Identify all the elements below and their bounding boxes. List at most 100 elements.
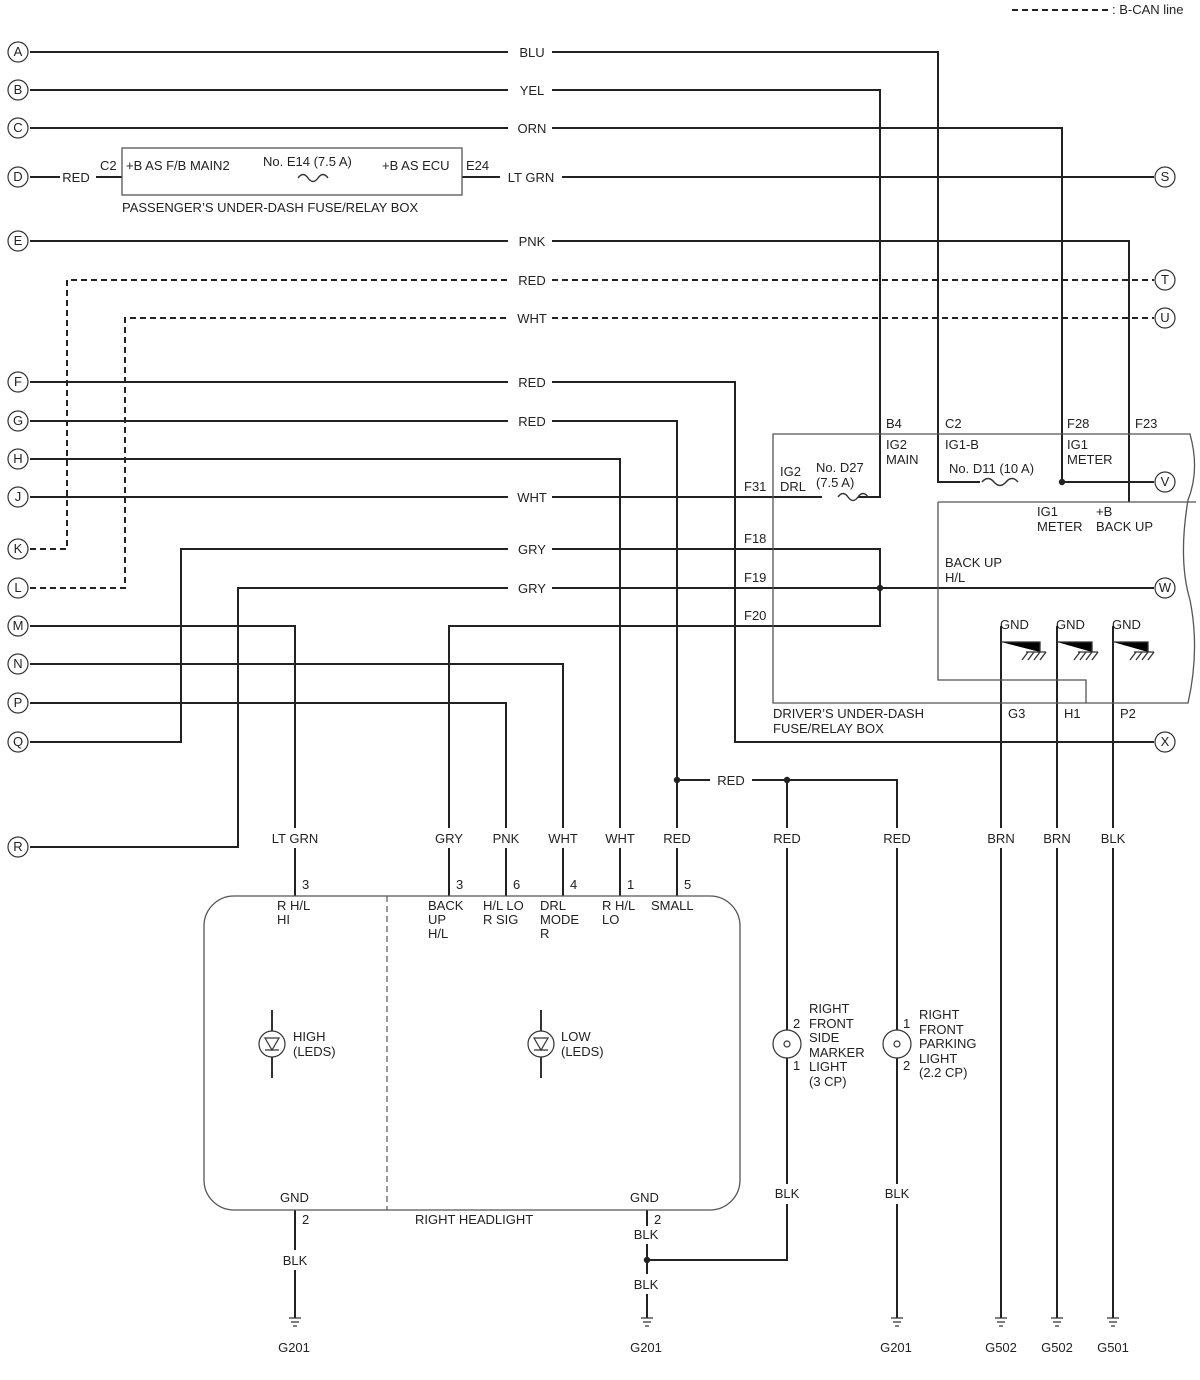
ground-label-g502: G502 <box>1041 1340 1073 1355</box>
b-backup-label: +B <box>1096 504 1112 519</box>
wire-e-color: PNK <box>519 234 546 249</box>
ig1-meter-top-label: IG1 <box>1067 437 1088 452</box>
ig1-meter-top-label-2: METER <box>1067 452 1113 467</box>
ground-wire-color: BLK <box>1101 831 1126 846</box>
connector-j: J <box>15 489 22 504</box>
parking-name: (2.2 CP) <box>919 1065 967 1080</box>
fuse-d27-icon <box>837 492 869 502</box>
connector-b: B <box>14 82 23 97</box>
hl-gnd-right-label: GND <box>630 1190 659 1205</box>
wire-f-color: RED <box>518 375 545 390</box>
connector-h: H <box>13 451 22 466</box>
ground-label-g201: G201 <box>278 1340 310 1355</box>
connector-k: K <box>14 541 23 556</box>
connector-g: G <box>13 413 23 428</box>
backup-hl-label: BACK UP <box>945 555 1002 570</box>
pin-g3-label: G3 <box>1008 706 1025 721</box>
connector-u: U <box>1160 310 1169 325</box>
connector-l: L <box>14 580 21 595</box>
fuse-d27-label: No. D27 <box>816 460 864 475</box>
passenger-fuse-box <box>121 147 463 196</box>
junction-dot <box>673 776 681 784</box>
ground-label-g502: G502 <box>985 1340 1017 1355</box>
hl-pin-label: LO <box>602 912 619 927</box>
connector-e: E <box>14 233 23 248</box>
wire-u-color: WHT <box>517 311 547 326</box>
connector-m: M <box>13 618 24 633</box>
low-led-label-2: (LEDS) <box>561 1044 604 1059</box>
ground-label-g501: G501 <box>1097 1340 1129 1355</box>
pin-c2-driver-label: C2 <box>945 416 962 431</box>
high-led-label: HIGH <box>293 1029 326 1044</box>
connector-c: C <box>13 120 22 135</box>
hl-wire-color: RED <box>663 831 690 846</box>
wire-g-color: RED <box>518 414 545 429</box>
marker-pin-bot: 1 <box>793 1058 800 1073</box>
wire-p <box>30 702 507 828</box>
backup-hl-label-2: H/L <box>945 570 965 585</box>
marker-blk-color: BLK <box>775 1186 800 1201</box>
parking-pin-top: 1 <box>903 1016 910 1031</box>
hl-pin-label: SMALL <box>651 898 694 913</box>
headlight-pin-wires <box>294 848 678 896</box>
connector-t: T <box>1161 272 1169 287</box>
hl-pin-label: H/L LO <box>483 898 524 913</box>
connector-s: S <box>1161 169 1170 184</box>
hl-pin-number: 3 <box>456 877 463 892</box>
driver-box-inner-frame <box>937 501 1196 703</box>
hl-wire-color: PNK <box>493 831 520 846</box>
wire-f <box>30 381 1154 743</box>
marker-name: MARKER <box>809 1045 865 1060</box>
hl-pin-label: R H/L <box>602 898 635 913</box>
hl-wire-color: WHT <box>548 831 578 846</box>
connector-a: A <box>14 44 23 59</box>
marker-name: LIGHT <box>809 1059 847 1074</box>
marker-name: RIGHT <box>809 1001 850 1016</box>
ground-symbols <box>289 1317 1119 1327</box>
hl-wire-color: LT GRN <box>272 831 318 846</box>
hl-gnd-right-color-2: BLK <box>634 1277 659 1292</box>
hl-pin-label: R <box>540 926 549 941</box>
pin-e24-label: E24 <box>466 158 489 173</box>
ig2-drl-label-2: DRL <box>780 479 806 494</box>
junction-dot <box>876 584 884 592</box>
wire-c <box>30 127 1063 482</box>
passenger-box-left-label: +B AS F/B MAIN2 <box>126 158 230 173</box>
wire-d-out-color: LT GRN <box>508 170 554 185</box>
gnd-label: GND <box>1056 617 1085 632</box>
ground-label-g201: G201 <box>630 1340 662 1355</box>
wire-a <box>30 51 980 483</box>
pin-h1-label: H1 <box>1064 706 1081 721</box>
passenger-box-title: PASSENGER’S UNDER-DASH FUSE/RELAY BOX <box>122 200 419 215</box>
hl-pin-label: DRL <box>540 898 566 913</box>
connector-n: N <box>13 656 22 671</box>
hl-pin-number: 6 <box>513 877 520 892</box>
parking-wire-color: RED <box>883 831 910 846</box>
junction-dot <box>783 776 791 784</box>
wire-g <box>30 420 678 828</box>
connector-x: X <box>1161 734 1170 749</box>
marker-name: FRONT <box>809 1016 854 1031</box>
gnd-label: GND <box>1000 617 1029 632</box>
low-led-label: LOW <box>561 1029 591 1044</box>
wire-b-color: YEL <box>520 83 545 98</box>
hl-pin-label: R H/L <box>277 898 310 913</box>
driver-box-title: DRIVER’S UNDER-DASH <box>773 706 924 721</box>
ig2-drl-label: IG2 <box>780 464 801 479</box>
hl-pin-number: 4 <box>570 877 577 892</box>
wire-c-color: ORN <box>518 121 547 136</box>
hl-pin-number: 1 <box>627 877 634 892</box>
ig1-meter-bot-label: IG1 <box>1037 504 1058 519</box>
parking-pin-bot: 2 <box>903 1058 910 1073</box>
parking-name: RIGHT <box>919 1007 960 1022</box>
ground-wire-color: BRN <box>1043 831 1070 846</box>
connector-p: P <box>14 695 23 710</box>
connector-w: W <box>1159 580 1172 595</box>
hl-pin-label: BACK <box>428 898 464 913</box>
pin-f20-label: F20 <box>744 608 766 623</box>
parking-blk-color: BLK <box>885 1186 910 1201</box>
fuse-d27-label-2: (7.5 A) <box>816 475 854 490</box>
pin-f18-label: F18 <box>744 531 766 546</box>
connector-letters: A B C D E F G H J K L M N P Q R S T U V … <box>13 44 1172 854</box>
wire-e <box>30 240 1130 502</box>
